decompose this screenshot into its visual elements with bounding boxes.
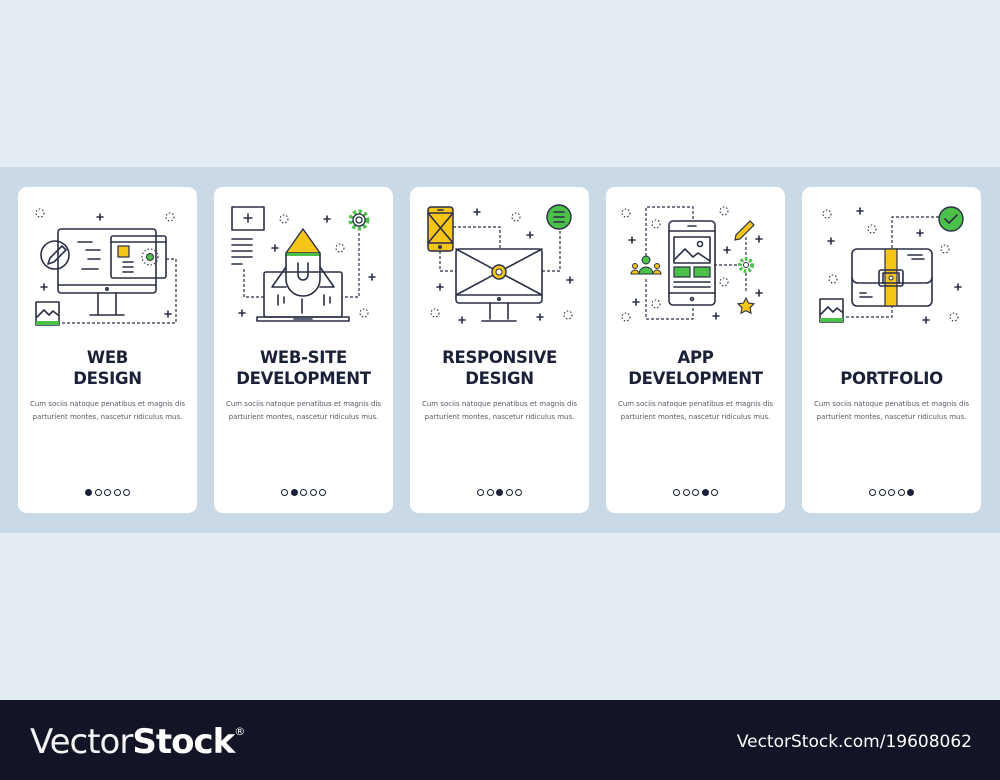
page-dot-1[interactable] — [673, 489, 680, 496]
pagination-dots — [802, 489, 981, 496]
pagination-dots — [214, 489, 393, 496]
card-description: Cum sociis natoque penatibus et magnis d… — [225, 400, 382, 421]
pagination-dots — [18, 489, 197, 496]
page-dot-1[interactable] — [85, 489, 92, 496]
onboarding-card-portfolio: PORTFOLIO Cum sociis natoque penatibus e… — [802, 187, 981, 513]
image-url[interactable]: VectorStock.com/19608062 — [736, 732, 972, 752]
card-description: Cum sociis natoque penatibus et magnis d… — [813, 400, 970, 421]
footer-bar: VectorStock® VectorStock.com/19608062 — [0, 700, 1000, 780]
logo-text-bold: Stock — [132, 722, 235, 762]
page-dot-5[interactable] — [711, 489, 718, 496]
page-dot-1[interactable] — [281, 489, 288, 496]
portfolio-briefcase-icon — [819, 206, 964, 324]
page-dot-2[interactable] — [94, 489, 102, 496]
page-dot-1[interactable] — [869, 489, 876, 496]
card-description: Cum sociis natoque penatibus et magnis d… — [617, 400, 774, 421]
pagination-dots — [410, 489, 589, 496]
laptop-rocket-icon — [231, 206, 376, 322]
page-dot-3[interactable] — [496, 489, 503, 496]
registered-mark: ® — [234, 725, 245, 738]
card-description: Cum sociis natoque penatibus et magnis d… — [421, 400, 578, 421]
page-dot-4[interactable] — [701, 489, 709, 496]
page-dot-5[interactable] — [907, 489, 914, 496]
page-dot-5[interactable] — [319, 489, 326, 496]
vectorstock-logo[interactable]: VectorStock® — [30, 722, 245, 762]
page-dot-5[interactable] — [123, 489, 130, 496]
page-dot-3[interactable] — [300, 489, 307, 496]
page-dot-3[interactable] — [888, 489, 895, 496]
page-dot-2[interactable] — [290, 489, 298, 496]
card-title: PORTFOLIO — [840, 369, 943, 388]
smartphone-app-icon — [621, 206, 763, 322]
page-dot-4[interactable] — [505, 489, 513, 496]
page-dot-3[interactable] — [104, 489, 111, 496]
responsive-monitor-phone-icon — [427, 204, 574, 324]
page-dot-2[interactable] — [878, 489, 886, 496]
monitor-web-design-icon — [35, 208, 177, 326]
page-dot-2[interactable] — [486, 489, 494, 496]
card-description: Cum sociis natoque penatibus et magnis d… — [29, 400, 186, 421]
page-dot-5[interactable] — [515, 489, 522, 496]
pagination-dots — [606, 489, 785, 496]
page-dot-1[interactable] — [477, 489, 484, 496]
page-dot-3[interactable] — [692, 489, 699, 496]
logo-text-light: Vector — [30, 722, 133, 762]
page-dot-2[interactable] — [682, 489, 690, 496]
page-dot-4[interactable] — [897, 489, 905, 496]
page-dot-4[interactable] — [113, 489, 121, 496]
page-dot-4[interactable] — [309, 489, 317, 496]
